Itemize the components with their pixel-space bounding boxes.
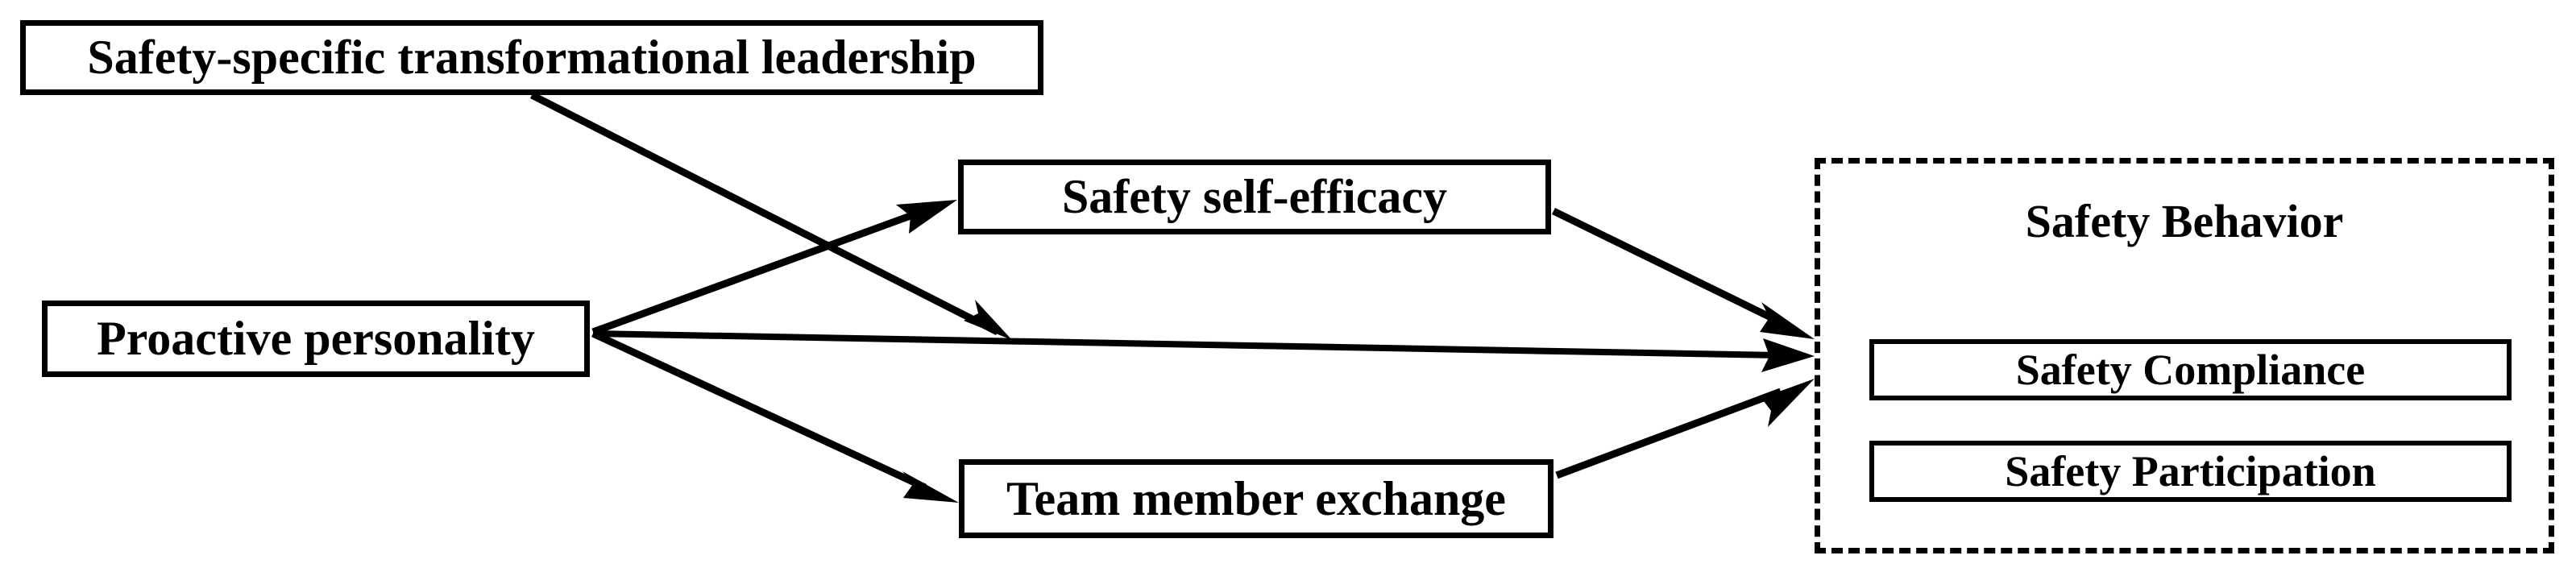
node-label: Safety self-efficacy [1061, 170, 1448, 223]
node-label: Team member exchange [1006, 471, 1506, 525]
node-proactive-personality[interactable]: Proactive personality [42, 301, 590, 377]
node-label: Safety Participation [2005, 447, 2376, 495]
edge-tmx-to-safety-behavior [1555, 379, 1815, 479]
node-safety-participation[interactable]: Safety Participation [1869, 441, 2512, 502]
edge-proactive-to-efficacy [591, 200, 957, 336]
group-safety-behavior-title: Safety Behavior [2025, 195, 2344, 247]
edge-efficacy-to-safety-behavior [1552, 207, 1815, 339]
edge-proactive-to-tmx [591, 330, 959, 503]
edge-proactive-to-safety-behavior [592, 330, 1815, 372]
node-label: Proactive personality [97, 312, 535, 365]
group-safety-behavior[interactable]: Safety Behavior Safety Compliance Safety… [1815, 158, 2554, 553]
node-label: Safety Compliance [2015, 346, 2366, 394]
node-team-member-exchange[interactable]: Team member exchange [959, 459, 1553, 538]
node-safety-compliance[interactable]: Safety Compliance [1869, 339, 2512, 400]
node-safety-specific-transformational-leadership[interactable]: Safety-specific transformational leaders… [20, 20, 1043, 95]
edge-leadership-moderates-path [529, 91, 1012, 340]
node-safety-self-efficacy[interactable]: Safety self-efficacy [958, 160, 1551, 234]
node-label: Safety-specific transformational leaders… [87, 31, 977, 84]
